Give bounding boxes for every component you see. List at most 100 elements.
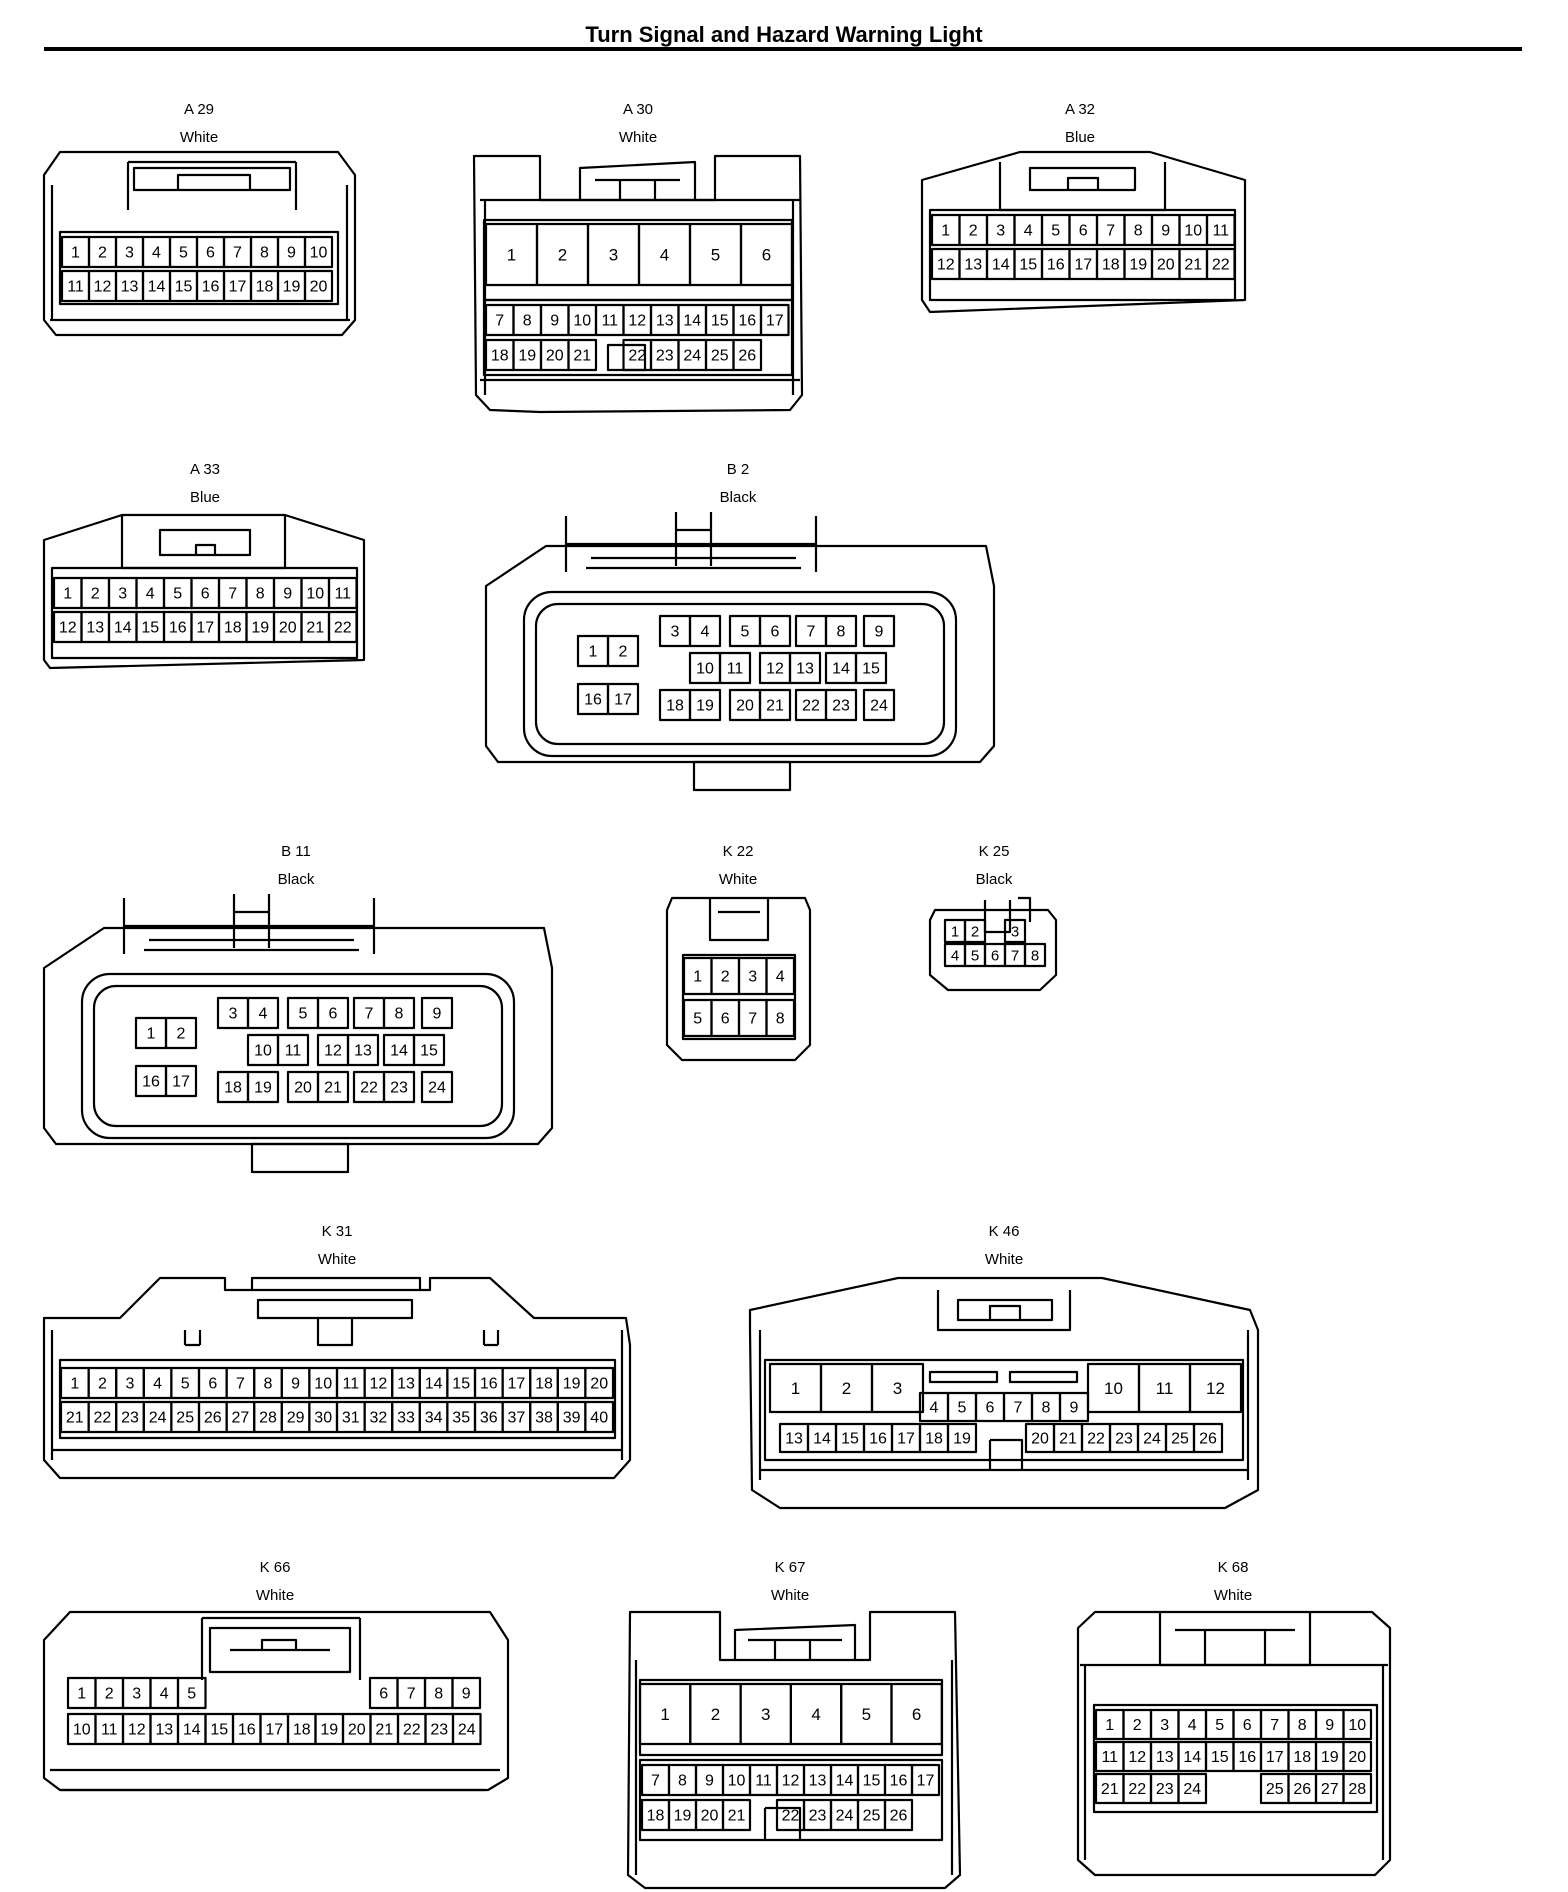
pin-number: 25 — [176, 1410, 194, 1427]
pin-number: 6 — [912, 1705, 921, 1724]
pin-number: 20 — [279, 620, 297, 637]
connector-id-label: A 30 — [623, 101, 653, 118]
pin-number: 19 — [283, 279, 301, 296]
pin-number: 1 — [63, 586, 72, 603]
pin-cell — [721, 1798, 752, 1832]
pin-number: 18 — [224, 1080, 242, 1097]
pin-number: 2 — [1133, 1717, 1142, 1734]
pin-number: 25 — [1266, 1781, 1284, 1798]
pin-number: 3 — [125, 245, 134, 262]
pin-number: 3 — [748, 969, 757, 986]
pin-number: 4 — [701, 624, 710, 641]
connector-id-label: B 2 — [727, 461, 750, 478]
pin-number: 11 — [601, 313, 618, 330]
connector-color-label: White — [1214, 1587, 1252, 1604]
connector-id-label: A 29 — [184, 101, 214, 118]
pin-number: 8 — [1298, 1717, 1307, 1734]
pin-number: 16 — [238, 1722, 256, 1739]
pin-number: 20 — [736, 698, 754, 715]
connector-color-label: White — [180, 129, 218, 146]
pin-number: 10 — [696, 661, 714, 678]
pin-number: 2 — [98, 1376, 107, 1393]
pin-number: 18 — [293, 1722, 311, 1739]
pin-number: 14 — [425, 1376, 443, 1393]
pin-cell — [739, 222, 794, 287]
pin-number: 34 — [425, 1410, 443, 1427]
pin-number: 5 — [958, 1400, 967, 1417]
pin-number: 11 — [1212, 223, 1229, 240]
connector-id-label: A 33 — [190, 461, 220, 478]
pin-number: 15 — [452, 1376, 470, 1393]
pin-number: 26 — [204, 1410, 222, 1427]
pin-number: 20 — [590, 1376, 608, 1393]
pin-number: 1 — [147, 1026, 156, 1043]
pin-number: 13 — [397, 1376, 415, 1393]
connector-color-label: Blue — [190, 489, 220, 506]
connector-id-label: K 25 — [979, 843, 1010, 860]
pin-number: 6 — [206, 245, 215, 262]
pin-number: 20 — [310, 279, 328, 296]
connector-id-label: K 66 — [260, 1559, 291, 1576]
pin-cell — [1342, 1740, 1373, 1773]
pin-number: 13 — [155, 1722, 173, 1739]
pin-number: 4 — [146, 586, 155, 603]
pin-number: 22 — [1128, 1781, 1146, 1798]
pin-number: 21 — [375, 1722, 393, 1739]
pin-cell — [346, 1033, 380, 1067]
pin-number: 1 — [941, 223, 950, 240]
pin-number: 17 — [1074, 257, 1092, 274]
pin-number: 9 — [1161, 223, 1170, 240]
pin-cell — [732, 338, 763, 372]
pin-number: 6 — [201, 586, 210, 603]
pin-number: 19 — [674, 1808, 692, 1825]
pin-cell — [316, 996, 350, 1030]
pin-number: 12 — [370, 1376, 388, 1393]
pin-number: 22 — [782, 1808, 800, 1825]
pin-number: 18 — [224, 620, 242, 637]
pin-number: 5 — [173, 586, 182, 603]
pin-cell — [1205, 213, 1236, 247]
pin-number: 27 — [1321, 1781, 1339, 1798]
pin-number: 20 — [1348, 1749, 1366, 1766]
pin-number: 13 — [354, 1043, 372, 1060]
pin-number: 4 — [152, 245, 161, 262]
pin-number: 9 — [1325, 1717, 1334, 1734]
pin-number: 21 — [1184, 257, 1202, 274]
pin-number: 5 — [187, 1686, 196, 1703]
pin-number: 23 — [430, 1722, 448, 1739]
pin-number: 5 — [741, 624, 750, 641]
pin-number: 20 — [348, 1722, 366, 1739]
pin-cell — [276, 1033, 310, 1067]
pin-cell — [759, 303, 790, 337]
pin-number: 7 — [651, 1773, 660, 1790]
pin-cell — [1205, 247, 1236, 281]
pin-cell — [382, 996, 416, 1030]
pin-number: 31 — [342, 1410, 360, 1427]
pin-cell — [420, 996, 454, 1030]
pin-number: 7 — [748, 1011, 757, 1028]
pin-number: 2 — [971, 923, 979, 940]
pin-number: 19 — [254, 1080, 272, 1097]
connector-id-label: K 31 — [322, 1223, 353, 1240]
pin-number: 20 — [546, 348, 564, 365]
pin-number: 12 — [782, 1773, 800, 1790]
connector-id-label: K 46 — [989, 1223, 1020, 1240]
pin-number: 27 — [232, 1410, 250, 1427]
pin-number: 4 — [930, 1400, 939, 1417]
pin-number: 12 — [59, 620, 77, 637]
pin-number: 7 — [365, 1006, 374, 1023]
pin-number: 3 — [126, 1376, 135, 1393]
pin-number: 5 — [1215, 1717, 1224, 1734]
pin-number: 5 — [693, 1011, 702, 1028]
pin-cell — [303, 235, 334, 269]
pin-number: 35 — [452, 1410, 470, 1427]
pin-number: 9 — [433, 1006, 442, 1023]
pin-number: 8 — [837, 624, 846, 641]
pin-number: 8 — [1031, 947, 1039, 964]
pin-number: 10 — [1348, 1717, 1366, 1734]
pin-number: 15 — [863, 1773, 881, 1790]
pin-cell — [606, 682, 640, 716]
